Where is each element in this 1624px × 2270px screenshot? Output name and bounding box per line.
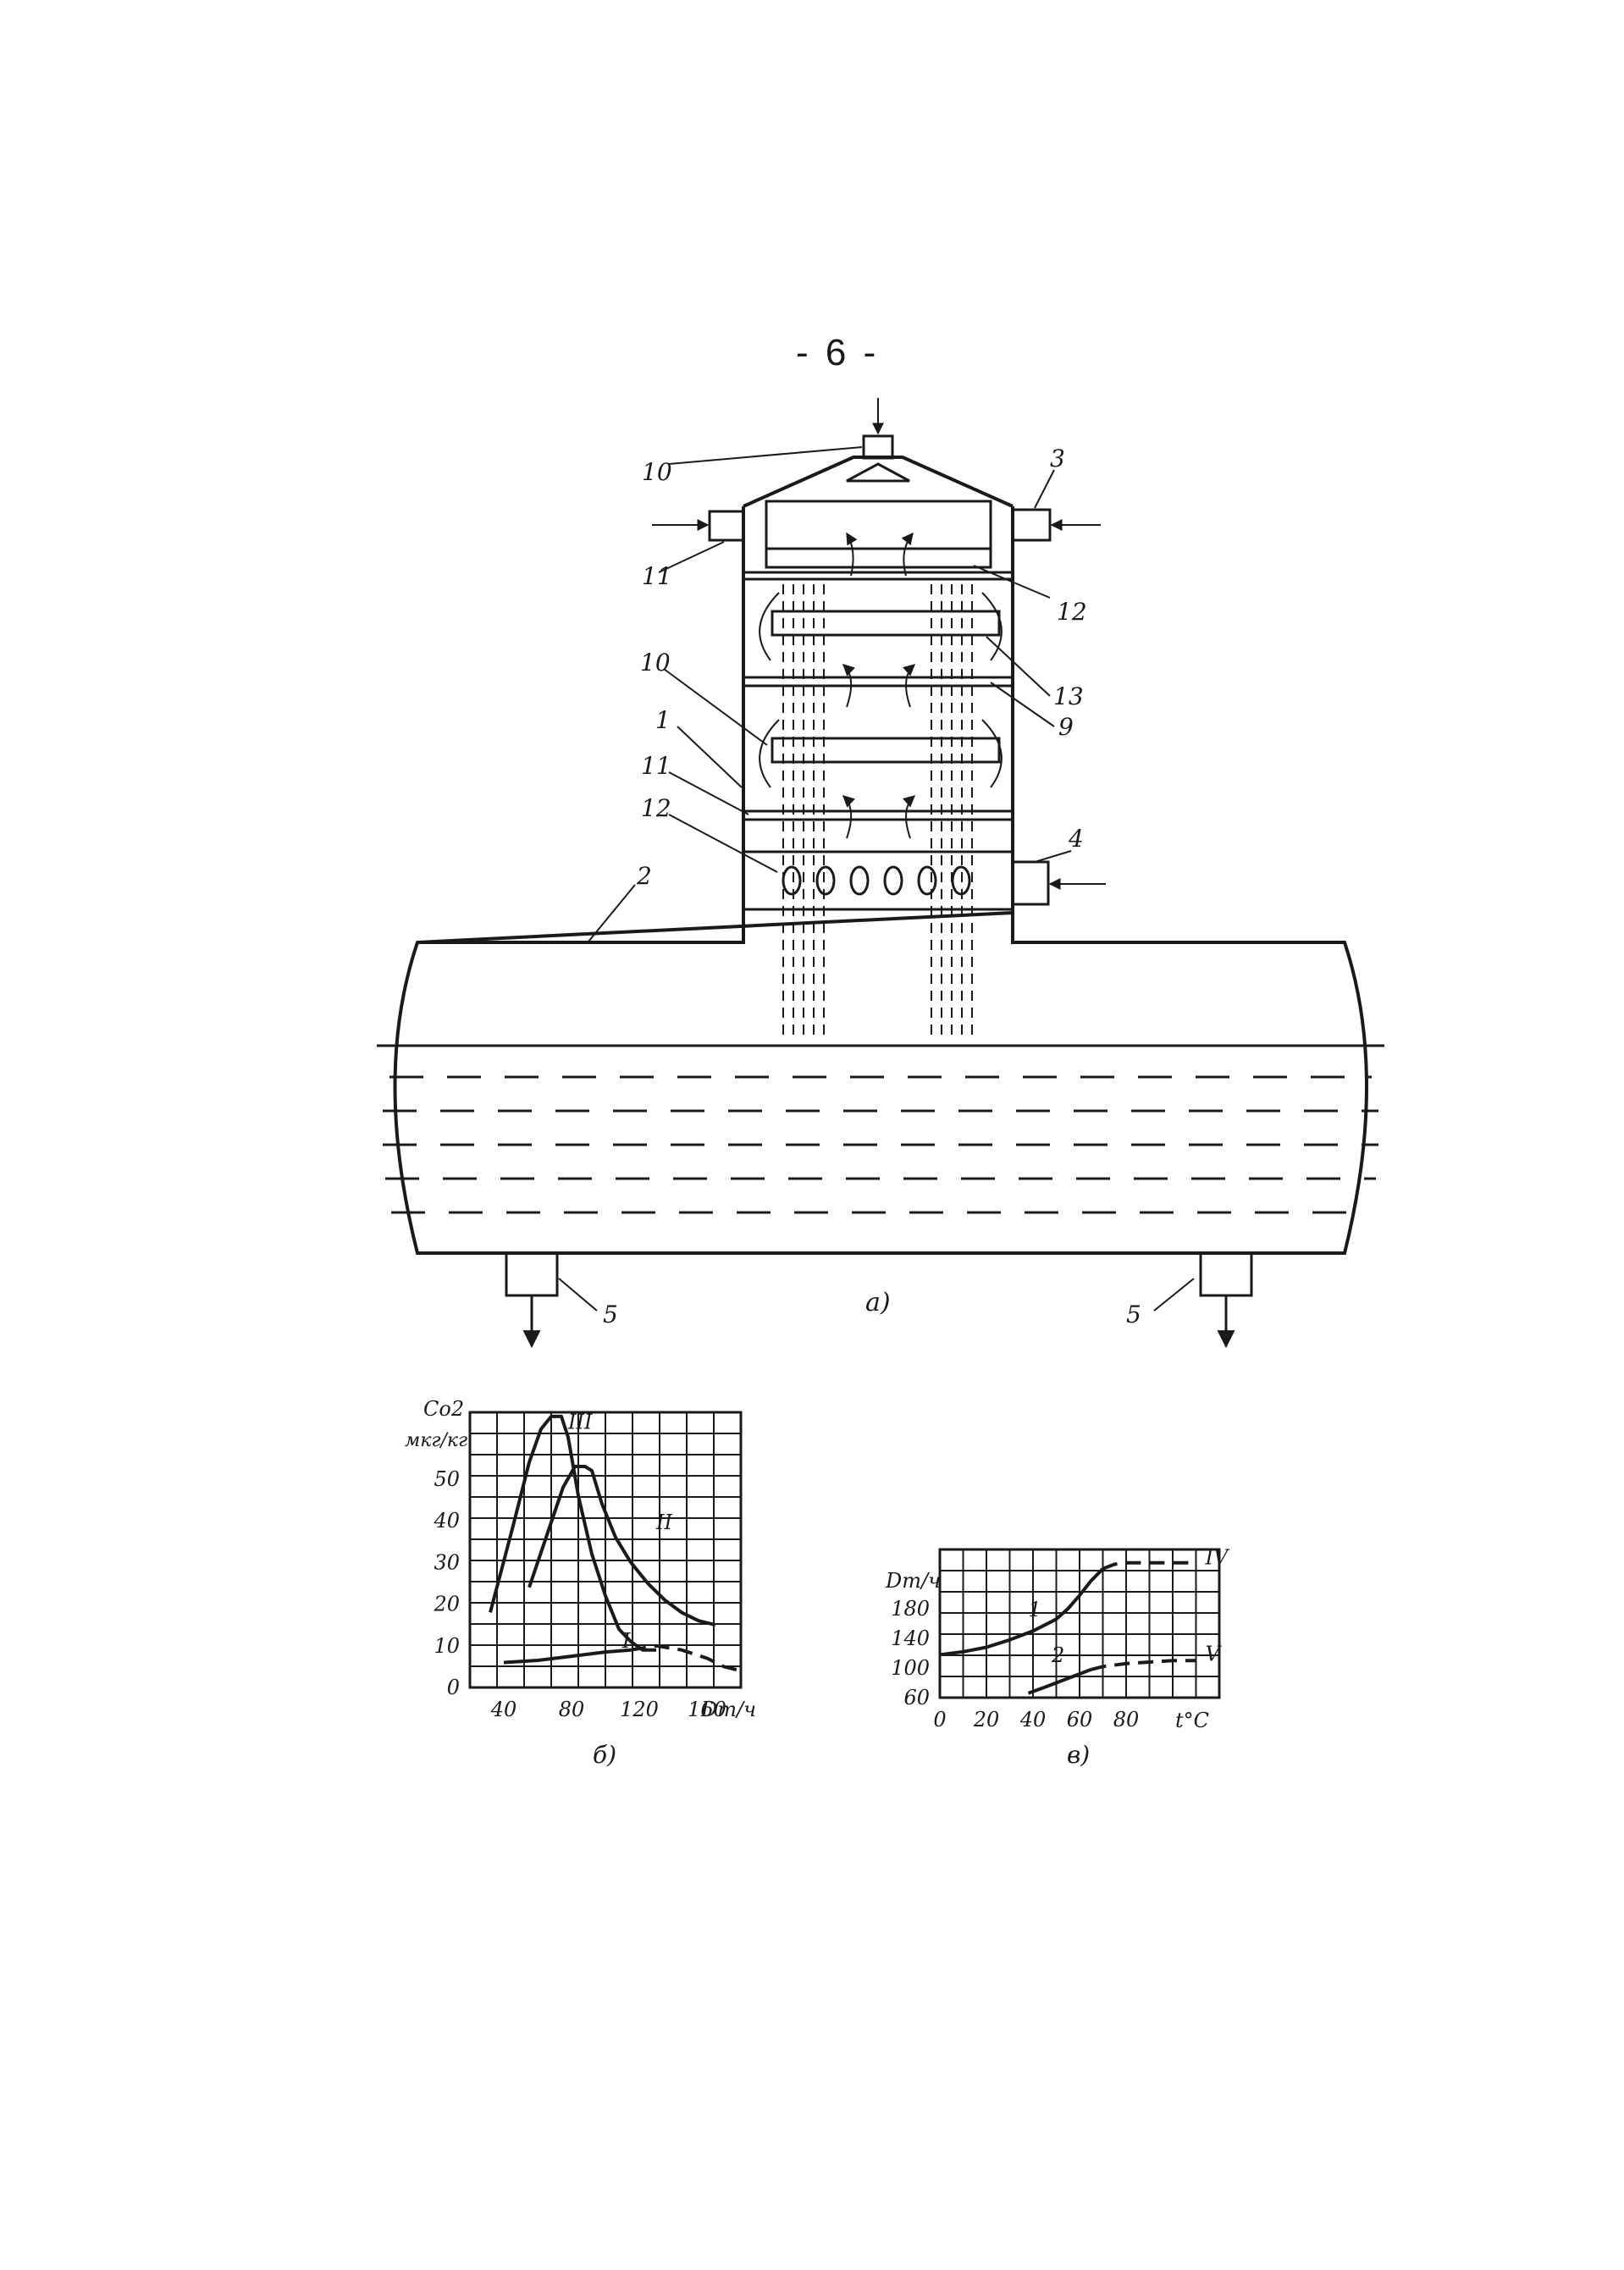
x-axis-label: Dт/ч [700,1698,756,1721]
y-tick-label: 30 [434,1550,460,1574]
y-axis-unit: мкг/кг [405,1430,467,1451]
series-label-III: III [567,1411,593,1434]
series-line-I [503,1648,632,1665]
steam-flow-arrows [759,532,1003,839]
y-tick-label: 10 [434,1634,460,1658]
page-number: - 6 - [796,332,880,373]
callout-13: 12 [641,794,671,822]
inlet-nozzle-7 [652,510,745,542]
series-line-dashed-I [630,1643,742,1673]
callout-11: 10 [640,649,671,677]
callout-4: 4 [1068,825,1084,853]
water-jets [782,584,973,1041]
x-tick-label: 40 [1019,1708,1047,1731]
series-line-dashed-IV [1102,1560,1196,1571]
callout-7: 11 [642,562,672,590]
plot-frame [468,1411,743,1689]
callout-8: 12 [1057,598,1087,626]
x-tick-label: 160 [688,1698,726,1721]
y-tick-label: 40 [433,1509,460,1533]
series-line-dashed-V [1091,1659,1196,1671]
series-label-IV: IV [1205,1546,1230,1570]
y-tick-label: 20 [433,1593,460,1616]
x-tick-label: 20 [973,1708,1000,1731]
callout-9: 13 [1053,682,1084,710]
curve-number-2: 2 [1051,1643,1064,1667]
y-axis-label: Co2 [423,1397,464,1421]
x-tick-label: 60 [1067,1708,1093,1731]
y-tick-label: 100 [891,1656,930,1680]
callout-6: 10 [642,458,672,486]
callout-2: 2 [636,862,652,890]
series-label-II: II [655,1511,672,1534]
callout-leaders [558,446,1195,1312]
series-label-V: V [1206,1642,1223,1665]
y-axis-label: Dт/ч [885,1569,941,1593]
curve-number-1: 1 [1029,1598,1041,1621]
x-axis-label: t°C [1175,1709,1209,1732]
callout-1: 1 [655,706,671,734]
series-line-II [528,1465,716,1627]
callout-5-left: 5 [603,1301,618,1328]
x-tick-label: 0 [933,1708,946,1731]
caption-v: в) [1067,1741,1090,1769]
caption-b: б) [593,1741,616,1769]
caption-a: a) [865,1288,891,1317]
series-line-IV [939,1567,1104,1657]
x-tick-label: 40 [490,1698,517,1721]
water-ripples [383,1075,1378,1214]
callout-12: 11 [641,752,671,780]
storage-tank [393,910,1368,1255]
inlet-nozzle-3 [1011,508,1101,542]
series-line-V [1027,1667,1092,1695]
y-tick-label: 140 [891,1627,930,1650]
steam-inlet-nozzle-4 [1011,860,1106,906]
x-tick-label: 80 [559,1698,585,1721]
x-tick-label: 80 [1113,1708,1140,1731]
series-label-I: I [621,1629,631,1653]
vapor-outlet [846,398,910,483]
x-tick-label: 120 [620,1698,659,1721]
trays [745,610,1012,911]
callout-10: 9 [1058,713,1074,741]
outlet-nozzle-left [505,1251,559,1349]
callout-labels: 10 11 3 12 13 9 10 1 11 12 4 2 5 5 [603,445,1141,1328]
outlet-nozzle-right [1199,1251,1253,1349]
y-tick-label: 60 [903,1686,930,1709]
callout-3: 3 [1050,445,1065,472]
plot-frame [938,1548,1221,1699]
y-tick-label: 180 [891,1597,930,1621]
y-tick-label: 50 [434,1467,460,1491]
water-distributor [745,500,1012,581]
callout-5-right: 5 [1126,1301,1141,1328]
y-tick-label: 0 [447,1676,460,1699]
